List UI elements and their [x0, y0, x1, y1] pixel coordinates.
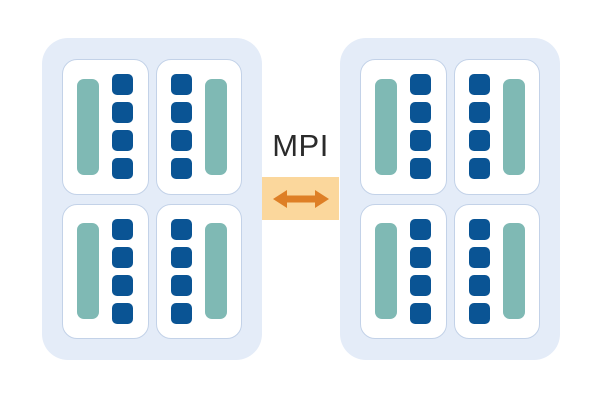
core-unit	[410, 102, 432, 124]
core-unit	[112, 218, 134, 240]
memory-bar	[204, 223, 227, 320]
core-unit	[170, 218, 192, 240]
core-unit	[170, 274, 192, 296]
core-unit	[112, 302, 134, 324]
core-unit	[410, 74, 432, 96]
memory-bar	[375, 78, 398, 175]
core-unit	[410, 246, 432, 268]
socket-right-bottom-right	[453, 203, 540, 339]
core-unit	[112, 74, 134, 96]
core-unit	[170, 158, 192, 180]
core-unit	[468, 74, 490, 96]
socket-grid-right	[340, 38, 560, 360]
core-unit	[170, 246, 192, 268]
core-unit	[112, 102, 134, 124]
memory-bar	[77, 223, 100, 320]
socket-left-top-left	[62, 59, 149, 195]
socket-right-top-left	[360, 59, 447, 195]
core-unit	[170, 130, 192, 152]
mpi-arrow-box	[262, 177, 339, 220]
core-column	[410, 74, 432, 180]
socket-left-top-right	[155, 59, 242, 195]
core-unit	[170, 102, 192, 124]
core-unit	[170, 302, 192, 324]
core-column	[468, 218, 490, 324]
core-unit	[112, 274, 134, 296]
socket-grid-left	[42, 38, 262, 360]
core-unit	[410, 218, 432, 240]
core-unit	[410, 274, 432, 296]
core-unit	[112, 158, 134, 180]
mpi-link: MPI	[262, 128, 339, 220]
core-unit	[410, 158, 432, 180]
memory-bar	[375, 223, 398, 320]
socket-right-top-right	[453, 59, 540, 195]
socket-right-bottom-left	[360, 203, 447, 339]
mpi-label: MPI	[272, 128, 329, 163]
core-unit	[468, 302, 490, 324]
core-unit	[468, 158, 490, 180]
compute-node-left	[42, 38, 262, 360]
memory-bar	[502, 78, 525, 175]
compute-node-right	[340, 38, 560, 360]
memory-bar	[77, 78, 100, 175]
core-unit	[468, 246, 490, 268]
core-column	[170, 218, 192, 324]
core-unit	[468, 102, 490, 124]
double-headed-horizontal-arrow-icon	[271, 187, 331, 211]
core-unit	[112, 130, 134, 152]
memory-bar	[502, 223, 525, 320]
core-unit	[468, 274, 490, 296]
core-column	[112, 218, 134, 324]
core-unit	[170, 74, 192, 96]
socket-left-bottom-left	[62, 203, 149, 339]
core-unit	[410, 302, 432, 324]
core-unit	[410, 130, 432, 152]
socket-left-bottom-right	[155, 203, 242, 339]
memory-bar	[204, 78, 227, 175]
core-column	[468, 74, 490, 180]
core-unit	[112, 246, 134, 268]
core-unit	[468, 130, 490, 152]
core-column	[410, 218, 432, 324]
core-column	[170, 74, 192, 180]
core-unit	[468, 218, 490, 240]
core-column	[112, 74, 134, 180]
